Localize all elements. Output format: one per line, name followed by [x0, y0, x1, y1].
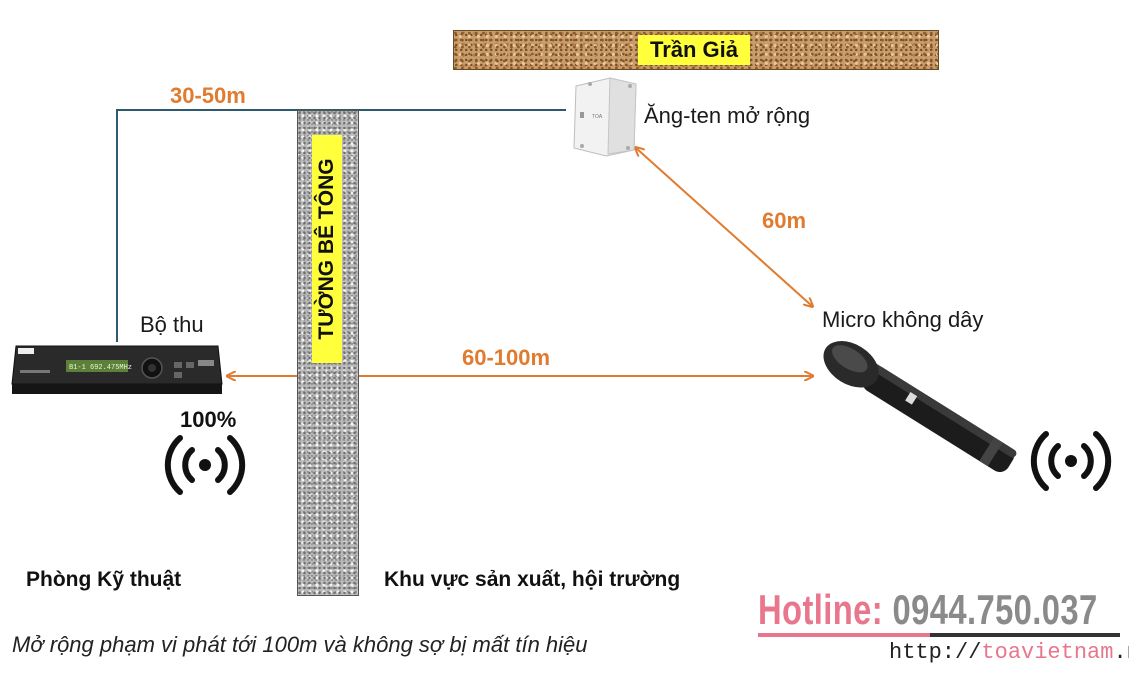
microphone-device — [823, 341, 1017, 473]
website-suffix: .net — [1113, 640, 1129, 665]
antenna-mic-distance-label: 60m — [762, 208, 807, 233]
svg-text:TOA: TOA — [592, 114, 603, 120]
caption: Mở rộng phạm vi phát tới 100m và không s… — [12, 632, 588, 657]
wall-label-box: TƯỜNG BÊ TÔNG — [312, 135, 342, 363]
wall-label: TƯỜNG BÊ TÔNG — [315, 158, 338, 340]
zone-right-label: Khu vực sản xuất, hội trường — [384, 568, 681, 591]
cable-distance-label: 30-50m — [170, 83, 246, 108]
hotline-underline-dark — [930, 633, 1120, 637]
range-arrow-diagonal — [636, 148, 812, 306]
wireless-signal-icon — [164, 435, 246, 495]
website-domain: toavietnam — [981, 640, 1114, 665]
false-ceiling: Trần Giả — [453, 30, 939, 70]
signal-percent: 100% — [180, 407, 237, 432]
microphone-label: Micro không dây — [822, 307, 984, 332]
hotline-number: 0944.750.037 — [892, 586, 1098, 633]
receiver-device: B1-1 692.475MHz — [11, 345, 223, 394]
svg-text:B1-1 692.475MHz: B1-1 692.475MHz — [69, 364, 132, 372]
receiver-mic-distance-label: 60-100m — [462, 345, 551, 370]
antenna-device: TOA — [573, 77, 637, 157]
zone-left-label: Phòng Kỹ thuật — [26, 568, 182, 591]
website-link[interactable]: http://toavietnam.net — [889, 640, 1129, 665]
receiver-label: Bộ thu — [140, 312, 204, 337]
antenna-label: Ăng-ten mở rộng — [644, 103, 811, 128]
concrete-wall: TƯỜNG BÊ TÔNG — [297, 110, 359, 596]
ceiling-label: Trần Giả — [638, 35, 750, 65]
website-prefix: http:// — [889, 640, 982, 665]
wireless-signal-icon — [1030, 431, 1112, 491]
antenna-cable — [116, 109, 566, 342]
hotline: Hotline: 0944.750.037 — [758, 586, 1098, 634]
hotline-keyword: Hotline: — [758, 586, 884, 633]
